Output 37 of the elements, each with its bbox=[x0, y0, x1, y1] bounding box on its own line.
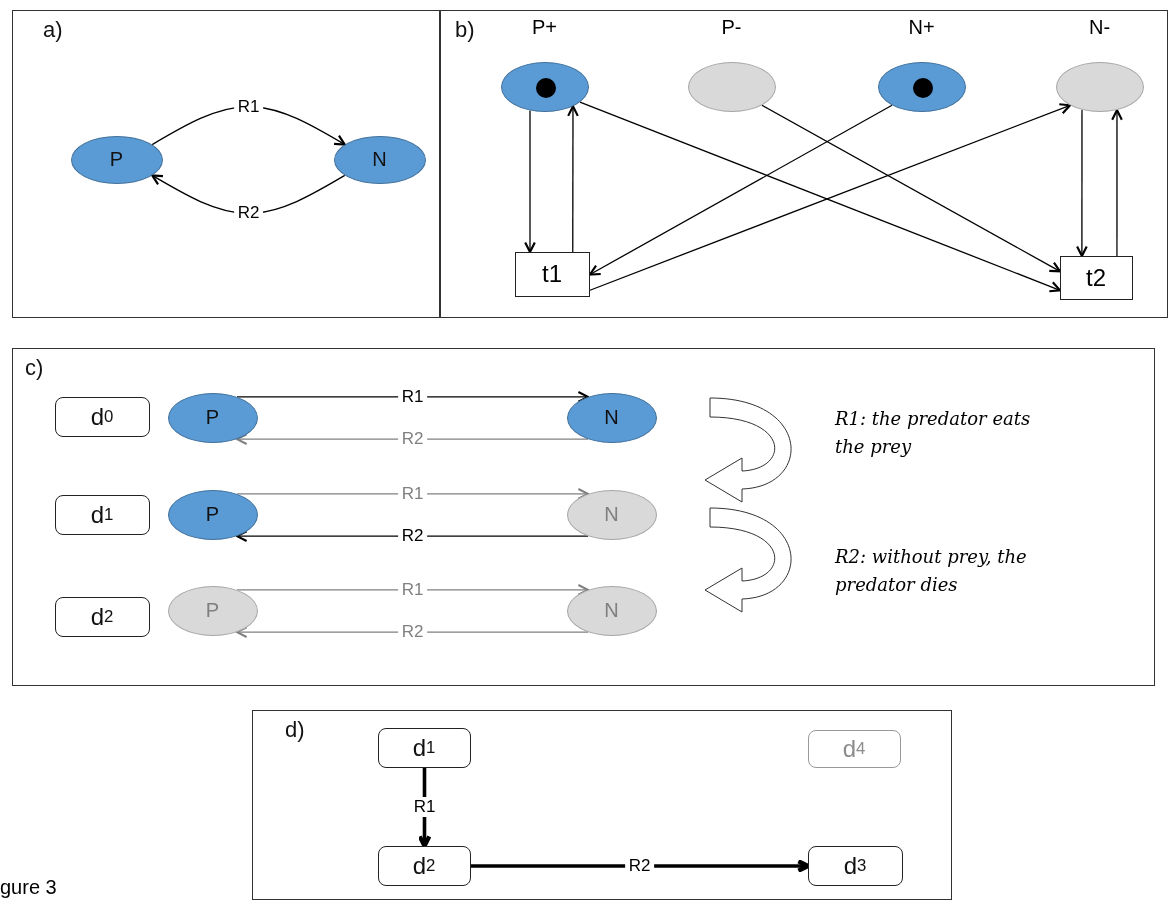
arrow bbox=[1076, 109, 1088, 258]
figure-caption: gure 3 bbox=[0, 876, 58, 899]
arrow bbox=[235, 626, 589, 639]
arrow bbox=[567, 105, 579, 253]
panel-frame bbox=[12, 10, 440, 318]
arrow bbox=[236, 583, 590, 596]
state-ellipse: P bbox=[70, 135, 163, 184]
place-label: N+ bbox=[907, 15, 936, 39]
state-ellipse: P bbox=[167, 392, 258, 443]
state-ellipse: P bbox=[167, 489, 258, 540]
panel-label: b) bbox=[455, 17, 475, 43]
rule-note: R2: without prey, the predator dies bbox=[835, 545, 1028, 597]
arrow bbox=[588, 104, 893, 276]
panel-label: d) bbox=[285, 717, 305, 743]
place-label: P+ bbox=[531, 15, 558, 39]
panel-frame bbox=[12, 348, 1155, 686]
arrow bbox=[236, 390, 590, 403]
arrow bbox=[524, 109, 536, 254]
panel-label: a) bbox=[43, 17, 63, 43]
place-label: N- bbox=[1087, 15, 1112, 39]
panel-label: c) bbox=[25, 355, 44, 381]
transition-box: t2 bbox=[1059, 255, 1133, 300]
state-ellipse: P bbox=[167, 585, 258, 636]
state-ellipse: N bbox=[566, 392, 657, 443]
panel-frame bbox=[252, 710, 952, 900]
arrow bbox=[236, 487, 590, 500]
state-ellipse: N bbox=[566, 585, 657, 636]
arrow bbox=[761, 104, 1062, 273]
arrow bbox=[1111, 109, 1123, 257]
state-ellipse: N bbox=[566, 489, 657, 540]
arrow bbox=[235, 433, 589, 446]
rule-note: R1: the predator eats the prey bbox=[835, 407, 1032, 459]
transition-box: t1 bbox=[514, 251, 590, 297]
place-label: P- bbox=[720, 15, 743, 39]
arrow bbox=[235, 530, 589, 543]
panel-frame bbox=[440, 10, 1168, 318]
state-ellipse: N bbox=[333, 135, 426, 184]
